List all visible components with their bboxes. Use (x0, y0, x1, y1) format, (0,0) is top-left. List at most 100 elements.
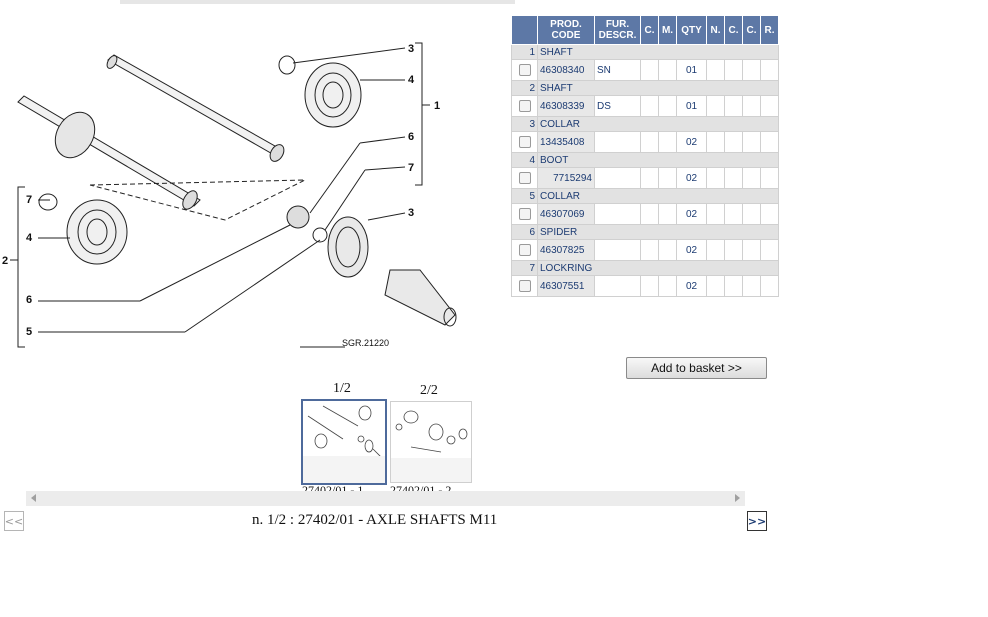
group-number: 6 (511, 224, 538, 240)
header-n: N. (706, 15, 725, 45)
cell-c3 (742, 131, 761, 153)
cell-m (658, 131, 677, 153)
select-checkbox[interactable] (518, 100, 531, 112)
cell-c1 (640, 95, 659, 117)
cell-c2 (724, 239, 743, 261)
fur-descr (594, 239, 641, 261)
diagram-code-label: SGR.21220 (342, 338, 390, 348)
group-description: SHAFT (537, 44, 779, 60)
group-description: COLLAR (537, 116, 779, 132)
callout-7-top: 7 (408, 162, 414, 174)
select-checkbox[interactable] (518, 280, 531, 292)
select-cell (511, 203, 538, 225)
thumbnail-scrollbar[interactable] (26, 491, 745, 506)
select-checkbox[interactable] (518, 64, 531, 76)
callout-4-top: 4 (408, 74, 415, 86)
next-page-button[interactable]: >> (747, 511, 767, 531)
thumbnail-label-2: 2/2 (420, 383, 438, 398)
header-prod-code: PROD. CODE (537, 15, 595, 45)
prod-code: 46308339 (537, 95, 595, 117)
fur-descr: DS (594, 95, 641, 117)
prod-code: 46308340 (537, 59, 595, 81)
cell-c2 (724, 59, 743, 81)
qty: 02 (676, 239, 707, 261)
thumbnail-label-1: 1/2 (333, 381, 351, 396)
thumbnail-page-1[interactable] (301, 399, 387, 485)
cell-m (658, 167, 677, 189)
select-checkbox[interactable] (518, 208, 531, 220)
select-checkbox[interactable] (518, 136, 531, 148)
qty: 01 (676, 95, 707, 117)
group-number: 4 (511, 152, 538, 168)
fur-descr (594, 131, 641, 153)
callout-6-bottom: 6 (26, 294, 32, 306)
cell-n (706, 275, 725, 297)
cell-r (760, 131, 779, 153)
select-cell (511, 275, 538, 297)
callout-1: 1 (434, 100, 440, 112)
cell-c1 (640, 203, 659, 225)
select-cell (511, 95, 538, 117)
scroll-right-arrow-icon[interactable] (735, 494, 740, 502)
cell-c1 (640, 239, 659, 261)
cell-n (706, 59, 725, 81)
prod-code: 46307069 (537, 203, 595, 225)
cell-c2 (724, 167, 743, 189)
prod-code: 46307551 (537, 275, 595, 297)
header-m: M. (658, 15, 677, 45)
table-header-row: PROD. CODE FUR. DESCR. C. M. QTY N. C. C… (511, 15, 779, 45)
header-c1: C. (640, 15, 659, 45)
header-c3: C. (742, 15, 761, 45)
cell-r (760, 59, 779, 81)
select-checkbox[interactable] (518, 244, 531, 256)
cell-c2 (724, 203, 743, 225)
thumbnail-page-2[interactable] (390, 401, 472, 483)
top-scroll-strip (120, 0, 515, 4)
select-cell (511, 131, 538, 153)
group-number: 7 (511, 260, 538, 276)
header-r: R. (760, 15, 779, 45)
prod-code: 7715294 (537, 167, 595, 189)
axle-shaft-drawing: 3 4 1 6 7 3 7 4 2 6 5 (2, 42, 457, 348)
cell-m (658, 95, 677, 117)
page-title: n. 1/2 : 27402/01 - AXLE SHAFTS M11 (252, 512, 498, 528)
header-qty: QTY (676, 15, 707, 45)
callout-5-bottom: 7 (26, 194, 32, 206)
scroll-left-arrow-icon[interactable] (31, 494, 36, 502)
cell-m (658, 59, 677, 81)
cell-r (760, 95, 779, 117)
group-number: 5 (511, 188, 538, 204)
group-number: 1 (511, 44, 538, 60)
cell-r (760, 239, 779, 261)
parts-table: PROD. CODE FUR. DESCR. C. M. QTY N. C. C… (511, 15, 779, 297)
group-number: 3 (511, 116, 538, 132)
thumbnail-code-1: 27402/01 - 1 (302, 483, 364, 491)
cell-c3 (742, 239, 761, 261)
cell-c1 (640, 131, 659, 153)
callout-3: 3 (408, 207, 414, 219)
cell-c3 (742, 167, 761, 189)
cell-c2 (724, 131, 743, 153)
fur-descr (594, 167, 641, 189)
group-description: SPIDER (537, 224, 779, 240)
cell-c3 (742, 59, 761, 81)
callout-4-bottom: 4 (26, 232, 33, 244)
previous-page-button[interactable]: << (4, 511, 24, 531)
group-description: LOCKRING (537, 260, 779, 276)
select-checkbox[interactable] (518, 172, 531, 184)
group-description: BOOT (537, 152, 779, 168)
cell-c2 (724, 275, 743, 297)
cell-n (706, 239, 725, 261)
cell-c2 (724, 95, 743, 117)
header-empty (511, 15, 538, 45)
select-cell (511, 239, 538, 261)
add-to-basket-button[interactable]: Add to basket >> (626, 357, 767, 379)
